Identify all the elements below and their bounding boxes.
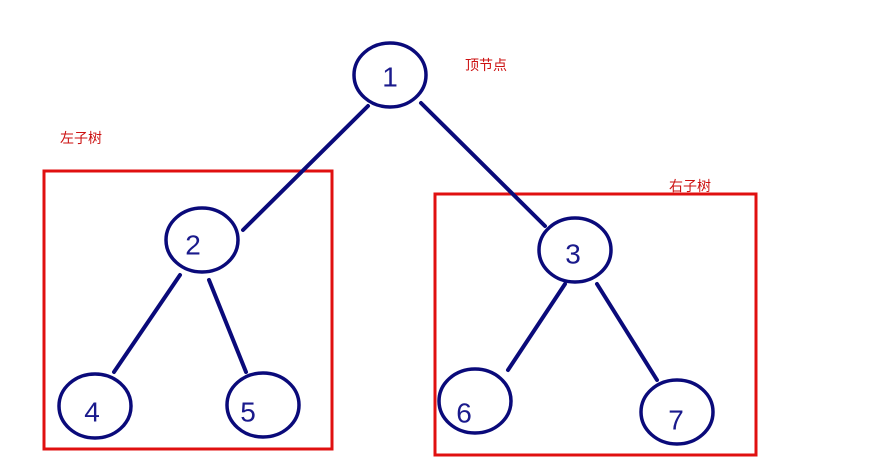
node-circle xyxy=(225,371,301,439)
tree-node-3: 3 xyxy=(537,216,613,284)
node-circle xyxy=(57,372,133,440)
node-label: 4 xyxy=(84,397,100,428)
right-subtree-box xyxy=(433,192,758,457)
node-label: 2 xyxy=(185,230,201,261)
tree-node-2: 2 xyxy=(164,206,240,274)
tree-node-7: 7 xyxy=(639,378,715,446)
node-label: 5 xyxy=(240,397,256,428)
node-label: 3 xyxy=(565,239,581,270)
node-circle xyxy=(537,216,613,284)
edge-1-2 xyxy=(241,104,370,232)
tree-node-1: 1 xyxy=(352,41,428,109)
node-circle xyxy=(164,206,240,274)
left-subtree-annotation: 左子树 xyxy=(60,131,102,147)
node-circle xyxy=(437,367,513,435)
edge-3-6 xyxy=(506,282,567,372)
right-subtree-annotation: 右子树 xyxy=(669,179,711,195)
node-circle xyxy=(639,378,715,446)
node-circle xyxy=(352,41,428,109)
edge-1-3 xyxy=(419,101,547,228)
tree-node-4: 4 xyxy=(57,372,133,440)
edge-3-7 xyxy=(595,282,659,382)
tree-node-5: 5 xyxy=(225,371,301,439)
node-label: 1 xyxy=(382,62,398,93)
edge-2-5 xyxy=(207,278,248,374)
left-subtree-box xyxy=(42,169,334,451)
edge-2-4 xyxy=(112,273,182,374)
node-label: 7 xyxy=(668,405,684,436)
node-label: 6 xyxy=(456,398,472,429)
root-node-annotation: 顶节点 xyxy=(465,58,507,74)
tree-node-6: 6 xyxy=(437,367,513,435)
